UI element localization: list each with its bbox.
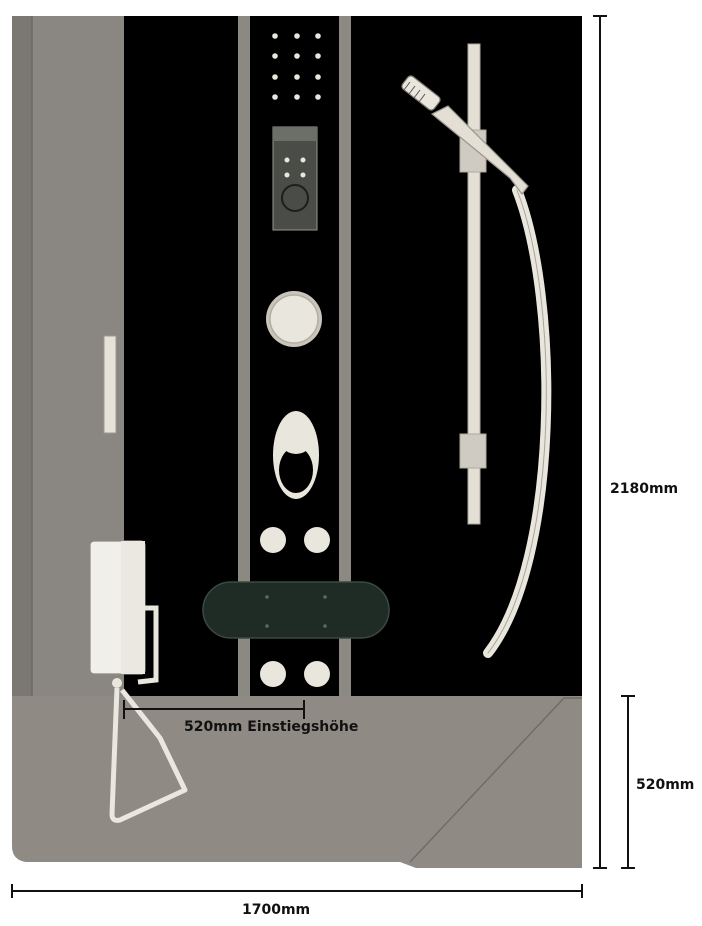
- mixer-lever-icon: [273, 411, 319, 499]
- column-strip-left: [238, 16, 250, 696]
- mixer-knob-icon: [266, 291, 322, 347]
- shower-tray: [12, 696, 582, 868]
- tray-height-dimension-line: [621, 695, 635, 869]
- folding-seat-icon: [202, 581, 390, 639]
- rain-shower-head-icon: [272, 33, 321, 100]
- height-dimension-line: [593, 15, 607, 869]
- massage-jet-icon: [260, 527, 330, 687]
- column-strip-right: [339, 16, 351, 696]
- entry-height-marker: [123, 700, 305, 719]
- door-handle: [103, 335, 117, 434]
- total-height-label: 2180mm: [610, 481, 679, 497]
- width-label: 1700mm: [242, 902, 311, 918]
- tray-height-label: 520mm: [636, 777, 695, 793]
- door-frame-left: [12, 16, 32, 696]
- hand-shower-icon: [401, 75, 529, 195]
- control-panel-icon: [272, 126, 318, 231]
- entry-height-label: 520mm Einstiegshöhe: [184, 719, 359, 735]
- steam-generator-icon: [89, 540, 188, 823]
- width-dimension-line: [11, 884, 583, 898]
